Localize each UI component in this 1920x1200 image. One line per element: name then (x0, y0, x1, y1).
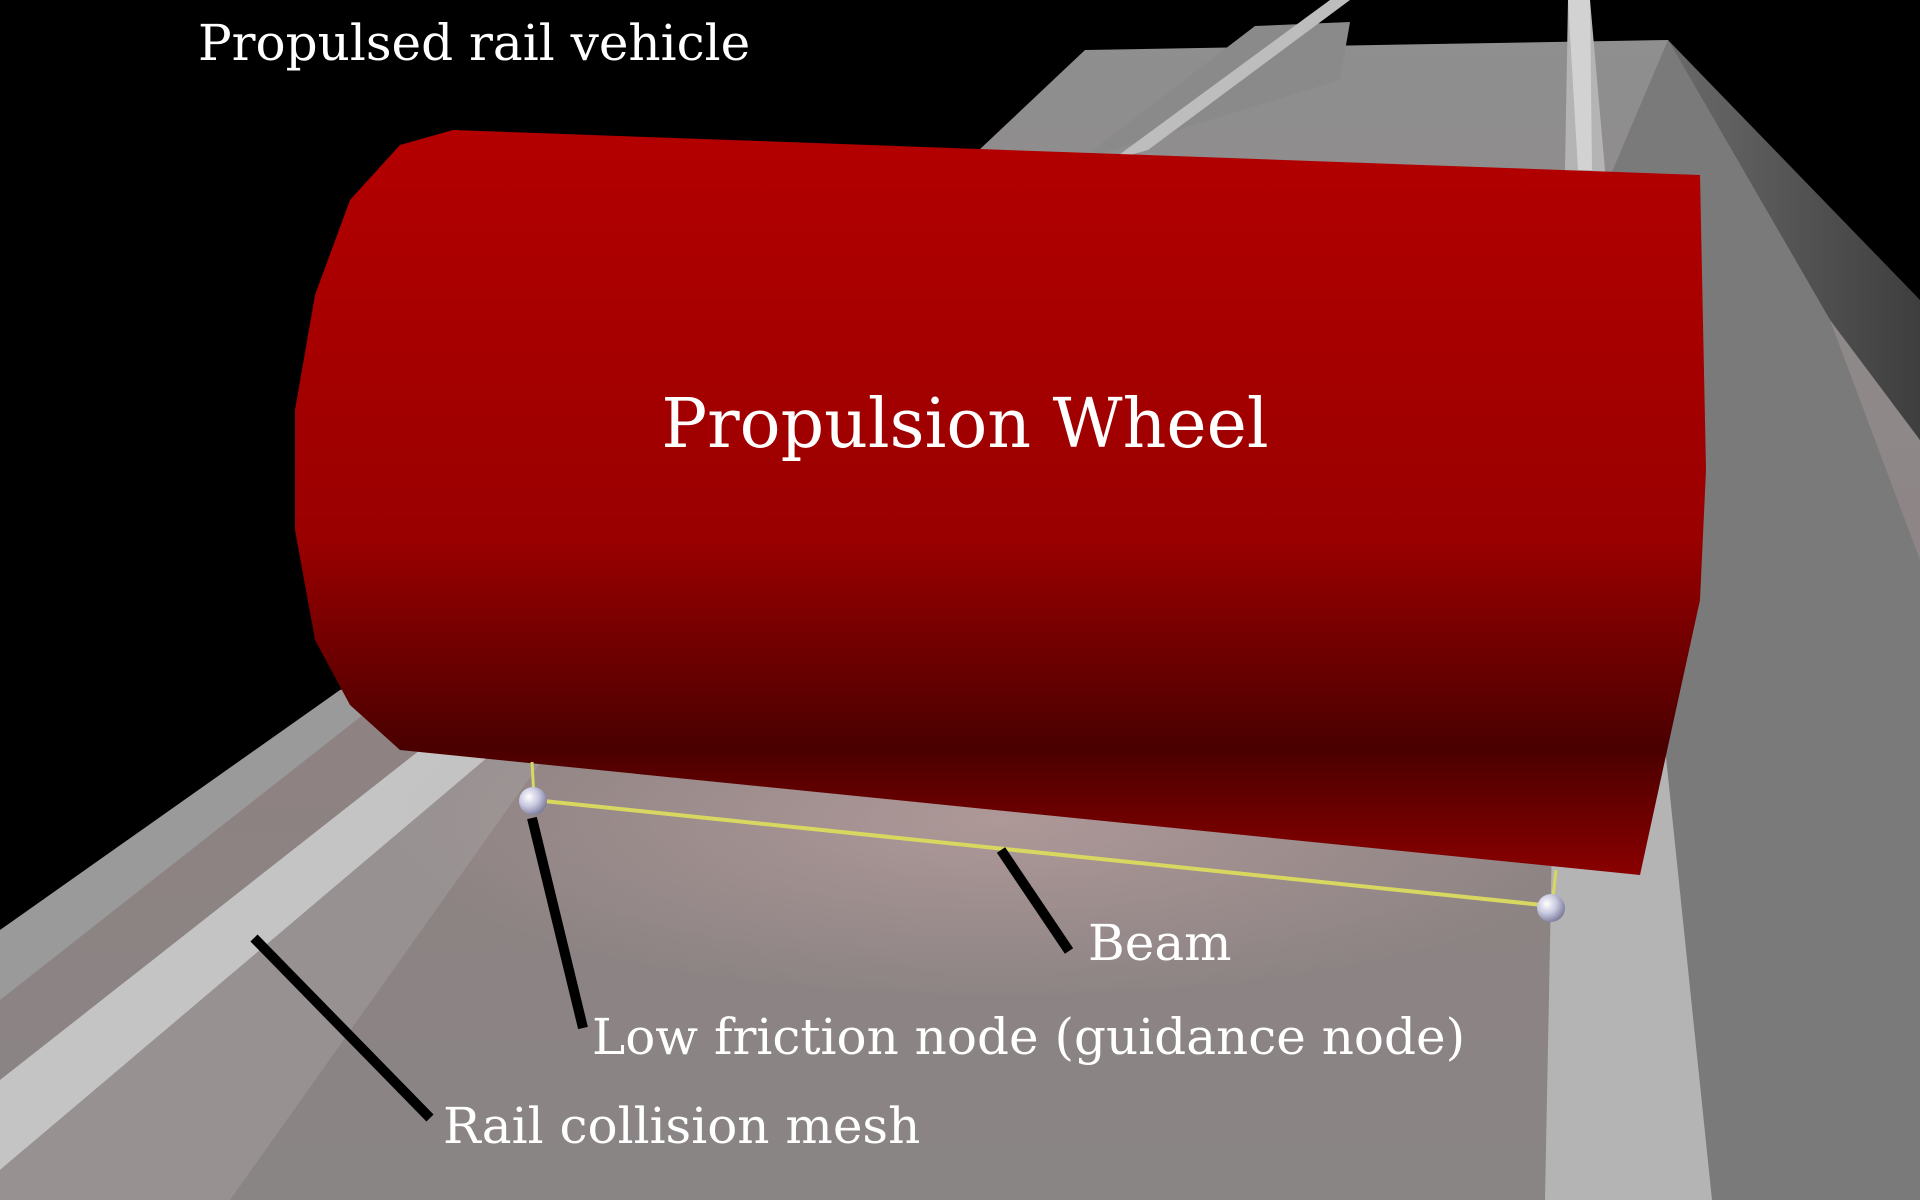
wheel-label: Propulsion Wheel (661, 385, 1268, 464)
beam-label: Beam (1088, 914, 1232, 972)
annotation-leaders (250, 816, 1074, 1122)
propulsion-wheel: Propulsion Wheel (295, 130, 1706, 875)
rail-mesh-leader (250, 934, 434, 1122)
page-title: Propulsed rail vehicle (198, 14, 750, 72)
guidance-node-right (1537, 894, 1565, 922)
beam (533, 798, 1553, 908)
left-rail-upper (1112, 0, 1350, 160)
left-wall (0, 670, 420, 1000)
guidance-node-left (519, 787, 547, 815)
right-rail-top (1568, 0, 1592, 170)
right-wall (1668, 40, 1920, 440)
rail-mesh-label: Rail collision mesh (443, 1097, 920, 1155)
beam-leader (996, 847, 1074, 954)
wheel-body (295, 130, 1706, 875)
guidance-node-leader (527, 816, 588, 1030)
beam-assembly (519, 761, 1565, 922)
guidance-node-label: Low friction node (guidance node) (592, 1008, 1465, 1066)
